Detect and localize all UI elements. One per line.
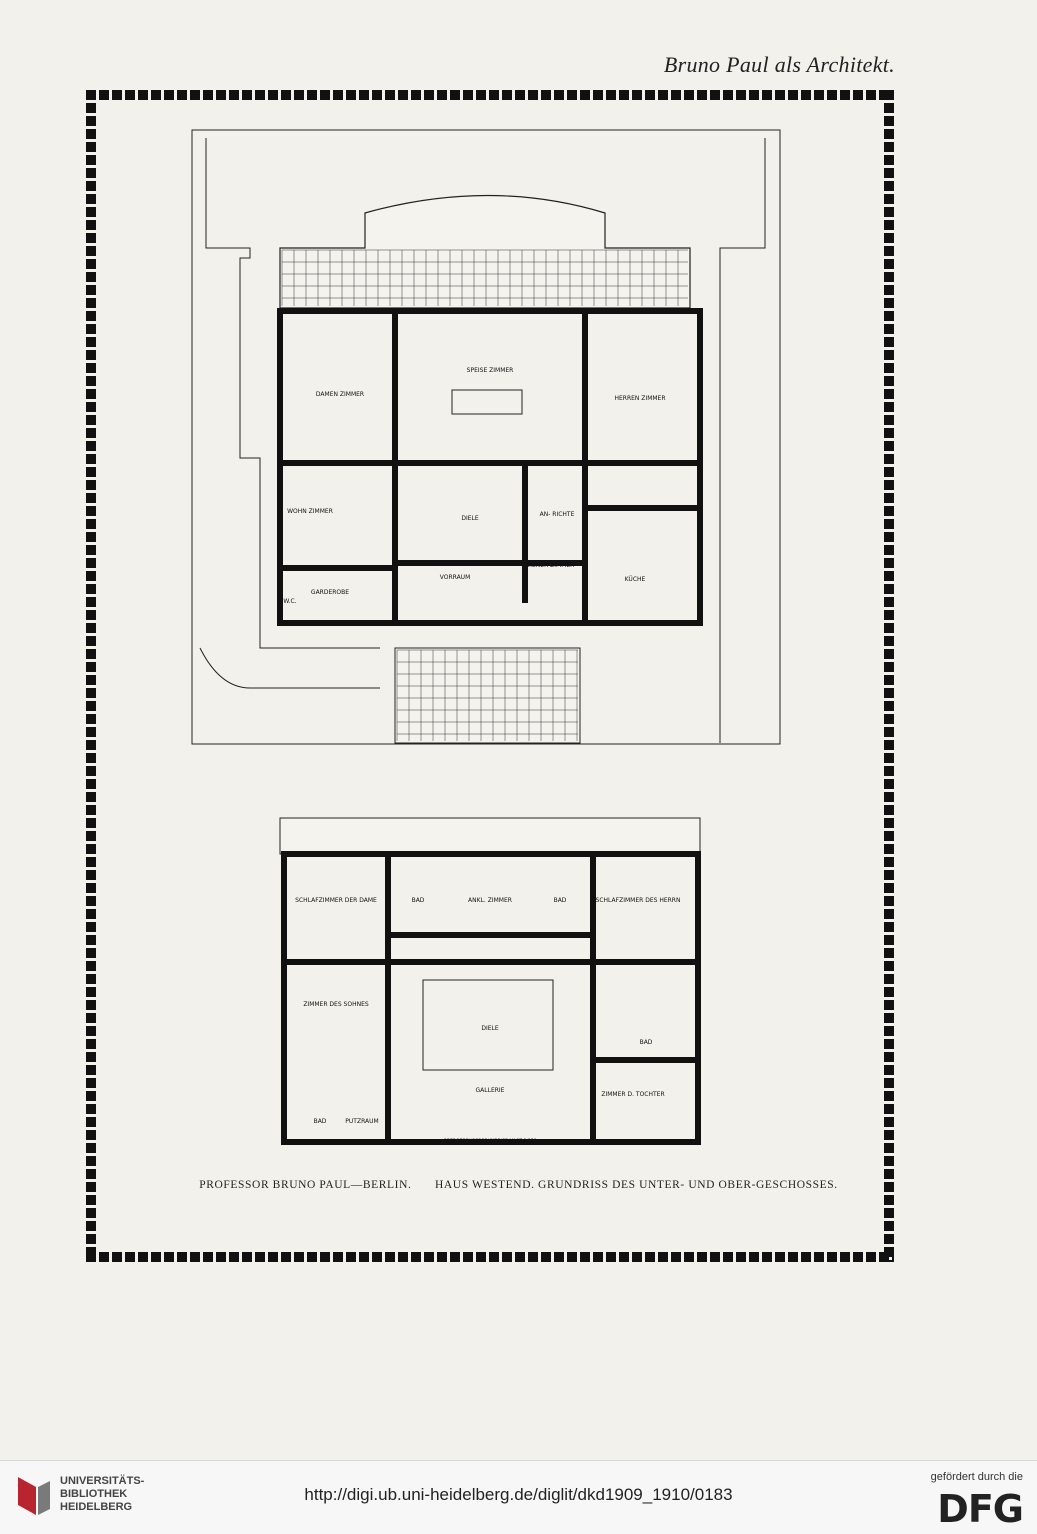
room-sohn: ZIMMER DES SOHNES: [303, 1001, 369, 1008]
room-putzraum: PUTZRAUM: [345, 1118, 378, 1125]
caption-author: PROFESSOR BRUNO PAUL—BERLIN.: [199, 1179, 412, 1191]
dfg-logo: DFG: [937, 1487, 1024, 1531]
room-damen: DAMEN ZIMMER: [316, 391, 364, 398]
room-diele: DIELE: [461, 515, 479, 522]
room-bad-1: BAD: [412, 897, 425, 904]
figure-caption: PROFESSOR BRUNO PAUL—BERLIN. HAUS WESTEN…: [0, 1179, 1037, 1191]
room-wohn: WOHN ZIMMER: [287, 508, 333, 515]
room-bad-3: BAD: [314, 1118, 327, 1125]
document-page: Bruno Paul als Architekt.: [0, 52, 1037, 1262]
scale-note: OBERGESCHOSSGRUNDRISS MASZ 1:150: [443, 1138, 536, 1144]
upper-floor-plan: SCHLAFZIMMER DER DAME BAD ANKL. ZIMMER B…: [279, 817, 701, 1145]
room-bad-2: BAD: [554, 897, 567, 904]
running-head: Bruno Paul als Architekt.: [663, 52, 895, 77]
footer-bar: UNIVERSITÄTS- BIBLIOTHEK HEIDELBERG http…: [0, 1460, 1037, 1534]
room-kuche: KÜCHE: [625, 576, 646, 583]
library-logo-icon: [18, 1477, 50, 1515]
permalink-url[interactable]: http://digi.ub.uni-heidelberg.de/diglit/…: [304, 1485, 733, 1504]
room-bad-4: BAD: [640, 1039, 653, 1046]
library-name: UNIVERSITÄTS- BIBLIOTHEK HEIDELBERG: [60, 1475, 145, 1513]
room-garderobe: GARDEROBE: [311, 589, 349, 596]
funding-label: gefördert durch die: [930, 1471, 1023, 1483]
room-diele-upper: DIELE: [481, 1025, 499, 1032]
caption-title: HAUS WESTEND. GRUNDRISS DES UNTER- UND O…: [434, 1179, 838, 1191]
room-diener: DIENER ZIMMER: [526, 562, 575, 569]
room-herren: HERREN ZIMMER: [614, 395, 665, 402]
room-schlaf-herrn: SCHLAFZIMMER DES HERRN: [596, 897, 681, 904]
ground-floor-plan: SPEISE ZIMMER DAMEN ZIMMER HERREN ZIMMER…: [191, 129, 781, 745]
room-ankl: ANKL. ZIMMER: [468, 897, 512, 904]
room-anrichte: AN- RICHTE: [540, 511, 575, 518]
room-schlaf-dame: SCHLAFZIMMER DER DAME: [295, 897, 377, 904]
room-speise: SPEISE ZIMMER: [467, 367, 514, 374]
room-vorraum: VORRAUM: [440, 574, 471, 581]
checkered-frame: [86, 90, 894, 1262]
room-tochter: ZIMMER D. TOCHTER: [601, 1091, 664, 1098]
room-wc: W.C.: [283, 598, 296, 605]
room-gallerie: GALLERIE: [476, 1087, 505, 1094]
